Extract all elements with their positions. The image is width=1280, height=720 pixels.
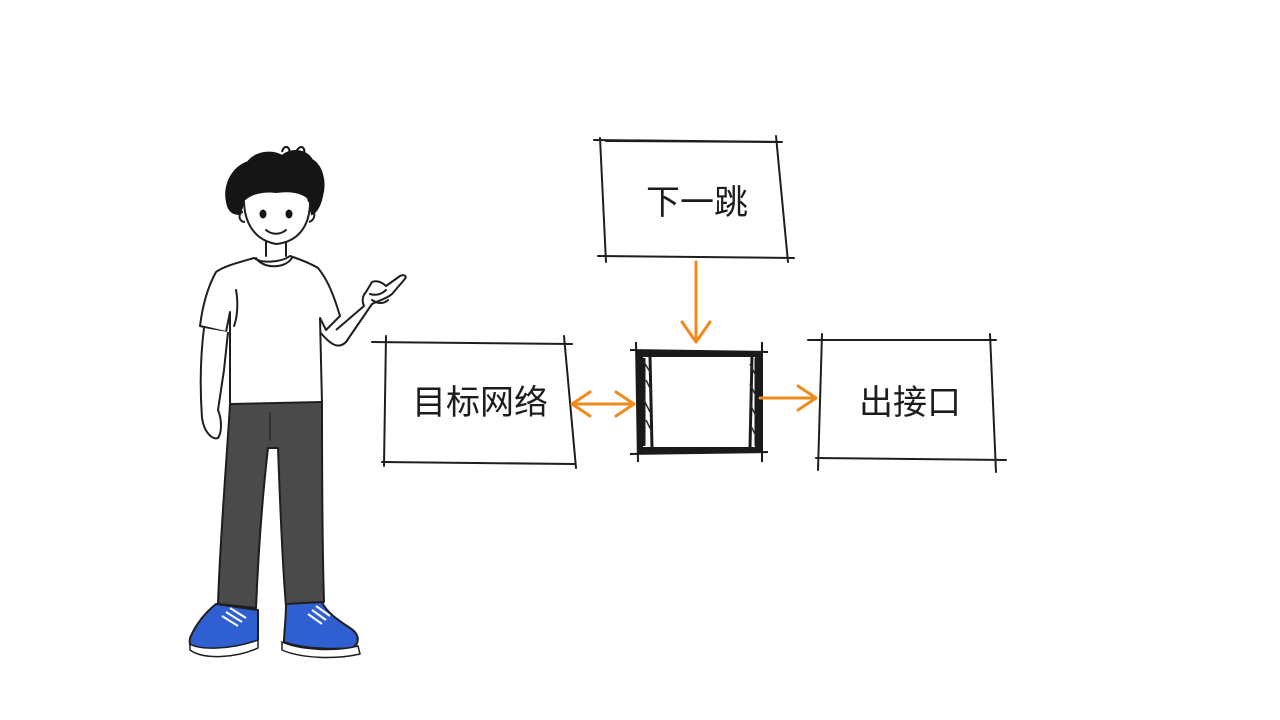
node-destination-network-label: 目标网络 bbox=[412, 383, 548, 423]
arrow-destination-network-router bbox=[570, 390, 636, 418]
person-face bbox=[243, 199, 311, 246]
router-square bbox=[629, 341, 769, 463]
person-pants bbox=[217, 401, 325, 609]
node-next-hop-label: 下一跳 bbox=[646, 183, 748, 223]
arrow-router-to-outgoing-interface bbox=[758, 384, 818, 412]
node-destination-network: 目标网络 bbox=[371, 335, 577, 469]
node-outgoing-interface: 出接口 bbox=[807, 333, 1007, 473]
person-hair bbox=[225, 150, 325, 216]
person-illustration bbox=[188, 146, 407, 659]
node-outgoing-interface-label: 出接口 bbox=[859, 383, 961, 423]
node-next-hop: 下一跳 bbox=[593, 135, 795, 263]
arrow-next-hop-to-router bbox=[680, 260, 712, 344]
person-left-arm bbox=[199, 327, 229, 440]
